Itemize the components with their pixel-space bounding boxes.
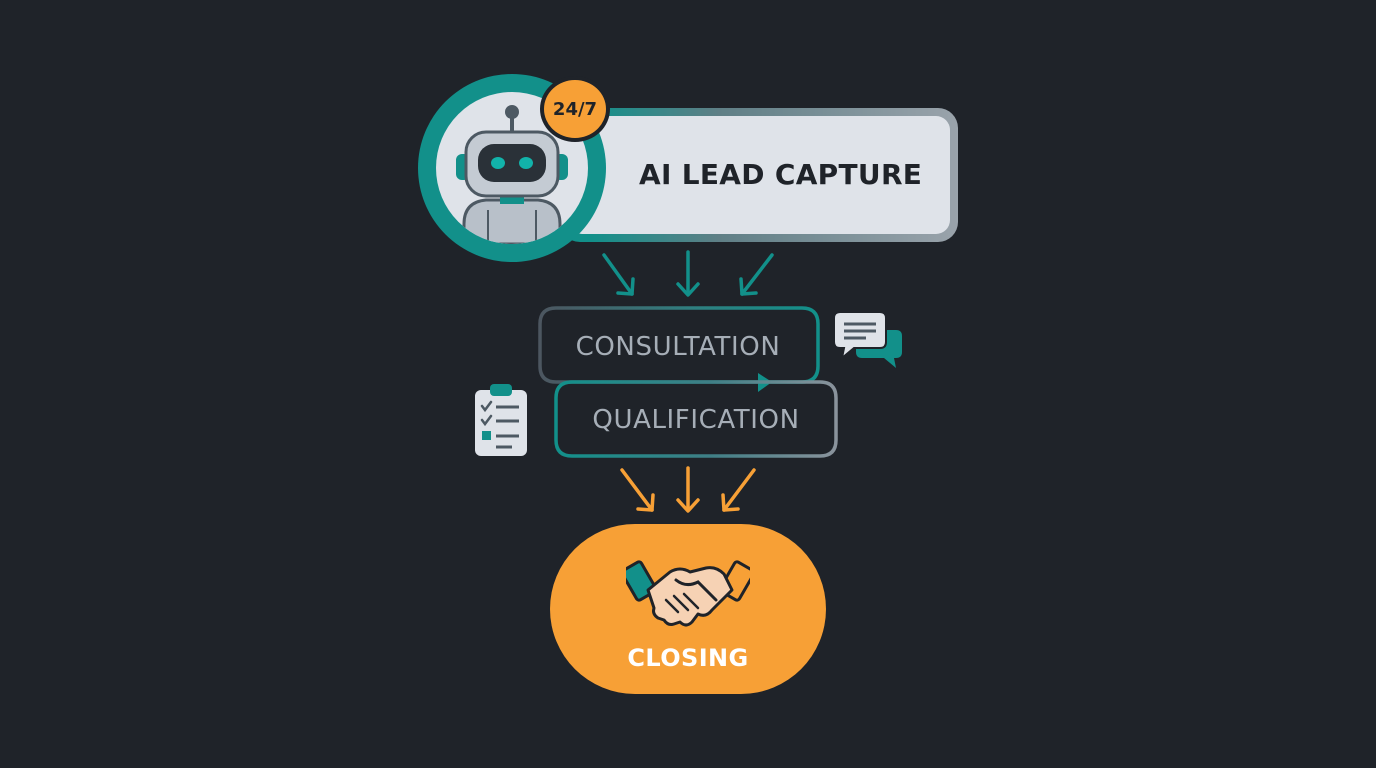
arrow-right-teal [740,253,774,296]
lead-capture-title: AI LEAD CAPTURE [639,158,923,191]
handshake-icon [626,560,750,627]
qualification-to-closing-arrows [620,466,756,513]
consultation-label: CONSULTATION [575,332,781,362]
clipboard-checklist-icon [475,384,527,456]
capture-to-consultation-arrows [602,250,774,297]
closing-label: CLOSING [627,644,749,672]
arrow-left-orange [620,468,654,512]
qualification-box [554,380,838,458]
qualification-label: QUALIFICATION [592,405,800,435]
arrow-right-orange [722,468,756,512]
lead-capture-banner [560,108,958,242]
robot-icon [436,92,588,244]
arrow-left-teal [602,253,634,296]
availability-badge-text: 24/7 [552,98,598,120]
chat-bubbles-icon [833,311,902,368]
availability-badge: 24/7 [540,76,610,142]
